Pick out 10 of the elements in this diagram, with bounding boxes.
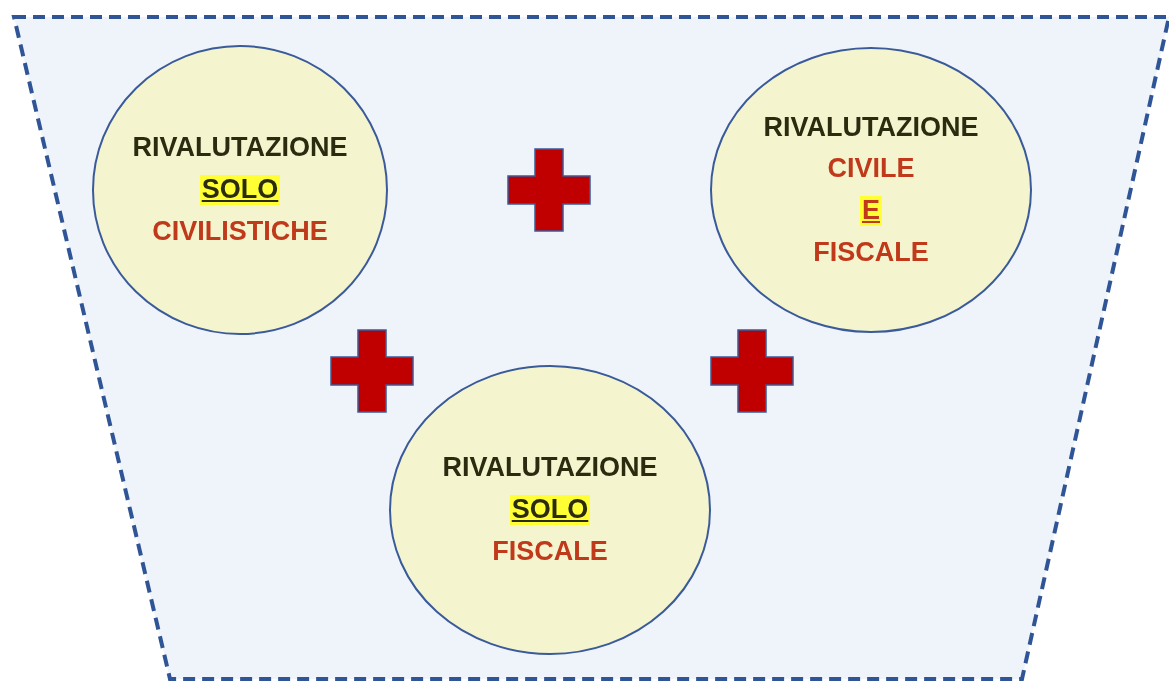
ellipse-text: RIVALUTAZIONE [131,133,349,164]
ellipse-text: RIVALUTAZIONE [762,112,980,143]
ellipse-text: CIVILISTICHE [151,216,329,247]
ellipse-text: SOLO [509,495,591,525]
ellipse-text: E [860,196,882,226]
ellipse-text: FISCALE [812,237,930,268]
ellipse-text: CIVILE [826,154,916,184]
ellipse-text: FISCALE [491,536,609,567]
ellipse-text: SOLO [199,175,281,205]
ellipse-text: RIVALUTAZIONE [441,453,659,484]
